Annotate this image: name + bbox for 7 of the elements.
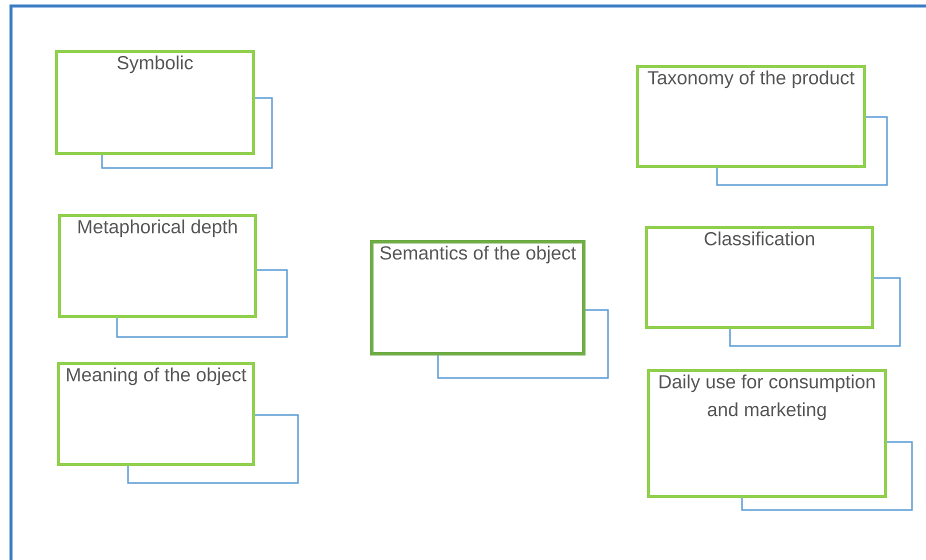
text-box: Meaning of the object <box>57 362 255 466</box>
text-box: Metaphorical depth <box>58 214 257 318</box>
text-box: Semantics of the object <box>370 240 586 356</box>
text-box: Taxonomy of the product <box>636 65 866 168</box>
text-box: Symbolic <box>55 50 255 155</box>
text-box: Classification <box>645 226 874 329</box>
text-box: Daily use for consumption and marketing <box>647 369 887 498</box>
